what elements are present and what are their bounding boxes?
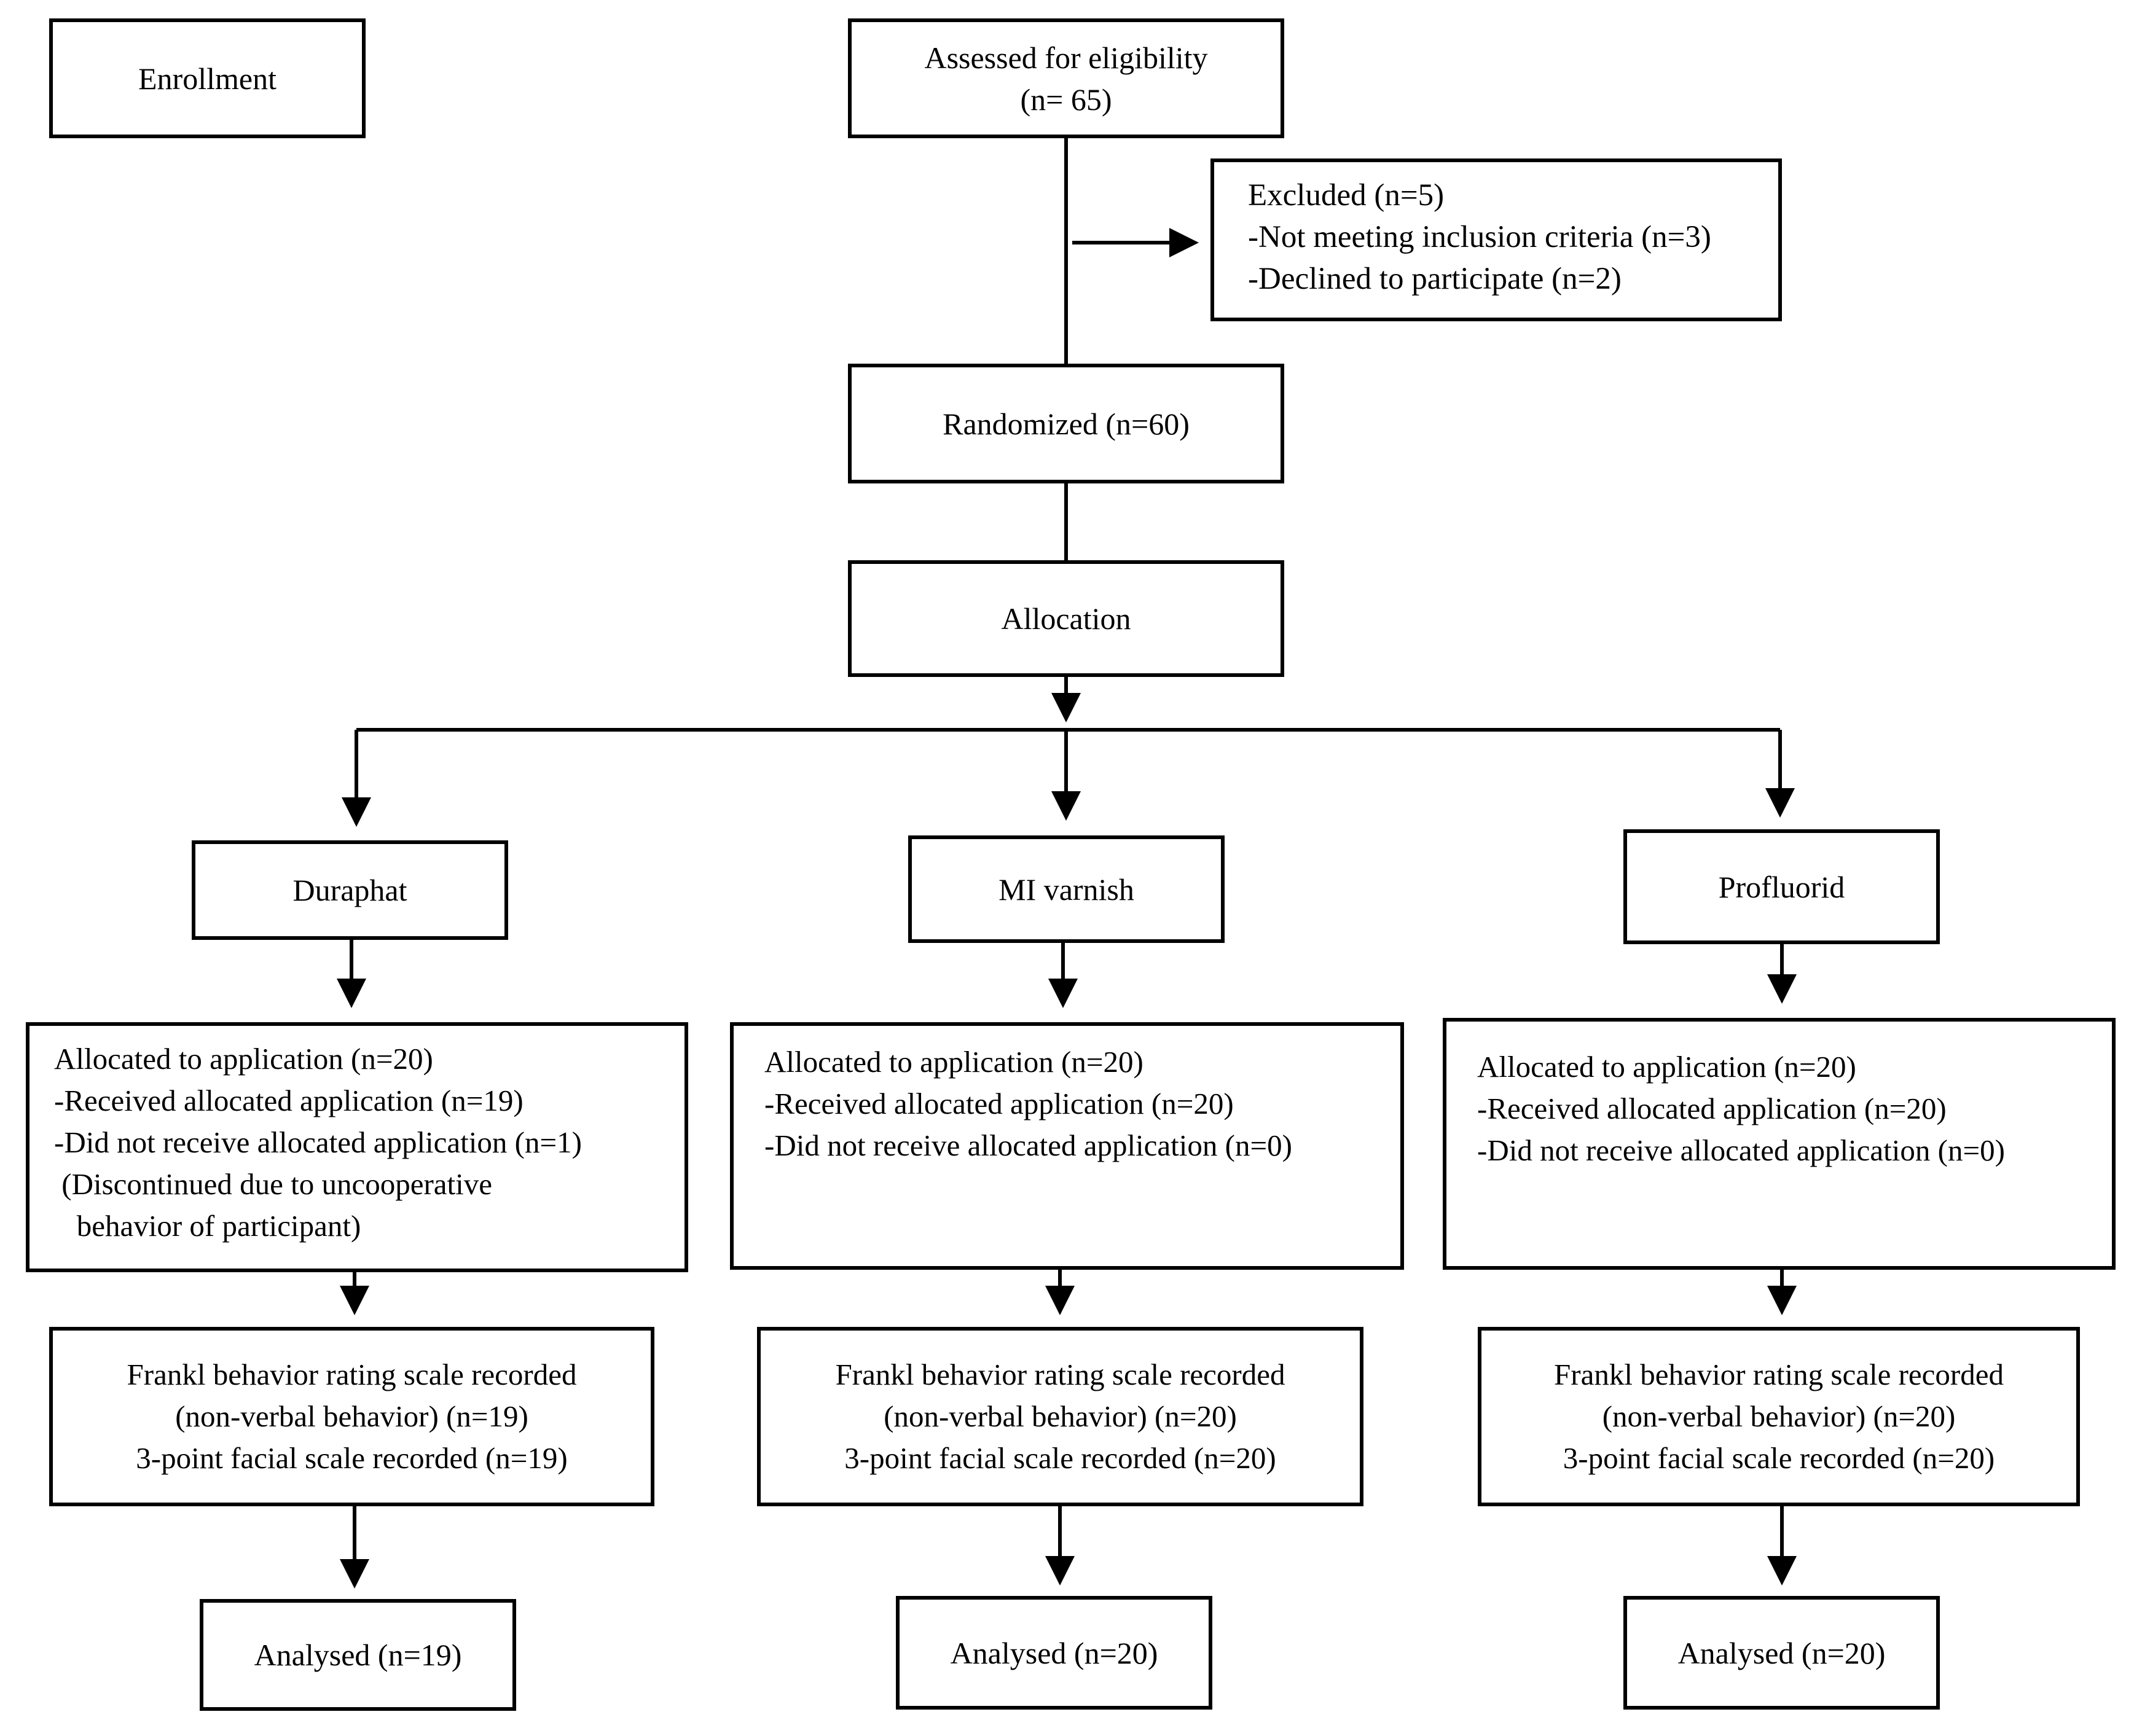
frankl-box-profluorid: Frankl behavior rating scale recorded (n…: [1478, 1327, 2080, 1506]
excluded-title: Excluded (n=5): [1248, 178, 1445, 213]
assessed-line-2: (n= 65): [1020, 82, 1112, 117]
arm-mi-varnish-label: MI varnish: [998, 872, 1134, 907]
allocated-line-5: behavior of participant): [54, 1209, 361, 1243]
assessed-box: Assessed for eligibility (n= 65): [848, 18, 1284, 138]
allocated-line-3: -Did not receive allocated application (…: [1477, 1133, 2005, 1167]
allocated-box-profluorid: Allocated to application (n=20) -Receive…: [1443, 1018, 2116, 1270]
enrollment-label-box: Enrollment: [49, 18, 366, 138]
allocated-line-1: Allocated to application (n=20): [1477, 1050, 1856, 1084]
analysed-label: Analysed (n=20): [1677, 1635, 1886, 1670]
allocated-line-4: (Discontinued due to uncooperative: [54, 1167, 493, 1201]
frankl-box-mi-varnish: Frankl behavior rating scale recorded (n…: [757, 1327, 1363, 1506]
excluded-item-1: -Not meeting inclusion criteria (n=3): [1248, 220, 1711, 254]
frankl-line-1: Frankl behavior rating scale recorded: [835, 1358, 1285, 1391]
analysed-box-duraphat: Analysed (n=19): [200, 1599, 516, 1711]
frankl-line-1: Frankl behavior rating scale recorded: [1554, 1358, 2004, 1391]
allocated-line-2: -Received allocated application (n=20): [1477, 1092, 1947, 1125]
allocated-line-2: -Received allocated application (n=20): [764, 1087, 1234, 1120]
arm-duraphat-box: Duraphat: [192, 840, 508, 940]
arm-profluorid-box: Profluorid: [1623, 829, 1940, 944]
excluded-box: Excluded (n=5) -Not meeting inclusion cr…: [1210, 158, 1782, 321]
frankl-line-3: 3-point facial scale recorded (n=20): [844, 1441, 1276, 1475]
excluded-item-2: -Declined to participate (n=2): [1248, 262, 1622, 296]
analysed-label: Analysed (n=19): [254, 1638, 462, 1672]
randomized-box: Randomized (n=60): [848, 364, 1284, 483]
frankl-line-3: 3-point facial scale recorded (n=19): [136, 1441, 568, 1475]
frankl-line-2: (non-verbal behavior) (n=20): [884, 1399, 1237, 1433]
allocated-line-1: Allocated to application (n=20): [54, 1042, 433, 1076]
allocated-line-3: -Did not receive allocated application (…: [54, 1125, 582, 1159]
arm-duraphat-label: Duraphat: [292, 873, 407, 907]
frankl-box-duraphat: Frankl behavior rating scale recorded (n…: [49, 1327, 654, 1506]
randomized-label: Randomized (n=60): [943, 406, 1190, 441]
analysed-box-profluorid: Analysed (n=20): [1623, 1596, 1940, 1710]
frankl-line-1: Frankl behavior rating scale recorded: [127, 1358, 577, 1391]
enrollment-label: Enrollment: [138, 61, 277, 96]
allocation-box: Allocation: [848, 560, 1284, 677]
arm-mi-varnish-box: MI varnish: [908, 835, 1225, 943]
assessed-line-1: Assessed for eligibility: [924, 40, 1208, 75]
allocated-box-mi-varnish: Allocated to application (n=20) -Receive…: [730, 1022, 1404, 1270]
allocation-label: Allocation: [1001, 601, 1131, 636]
allocated-line-2: -Received allocated application (n=19): [54, 1084, 524, 1117]
arm-profluorid-label: Profluorid: [1718, 869, 1845, 904]
allocated-line-1: Allocated to application (n=20): [764, 1045, 1143, 1079]
allocated-box-duraphat: Allocated to application (n=20) -Receive…: [26, 1022, 688, 1272]
analysed-box-mi-varnish: Analysed (n=20): [896, 1596, 1212, 1710]
allocated-line-3: -Did not receive allocated application (…: [764, 1128, 1292, 1162]
frankl-line-2: (non-verbal behavior) (n=20): [1602, 1399, 1956, 1433]
analysed-label: Analysed (n=20): [950, 1635, 1158, 1670]
frankl-line-2: (non-verbal behavior) (n=19): [175, 1399, 528, 1433]
frankl-line-3: 3-point facial scale recorded (n=20): [1563, 1441, 1995, 1475]
